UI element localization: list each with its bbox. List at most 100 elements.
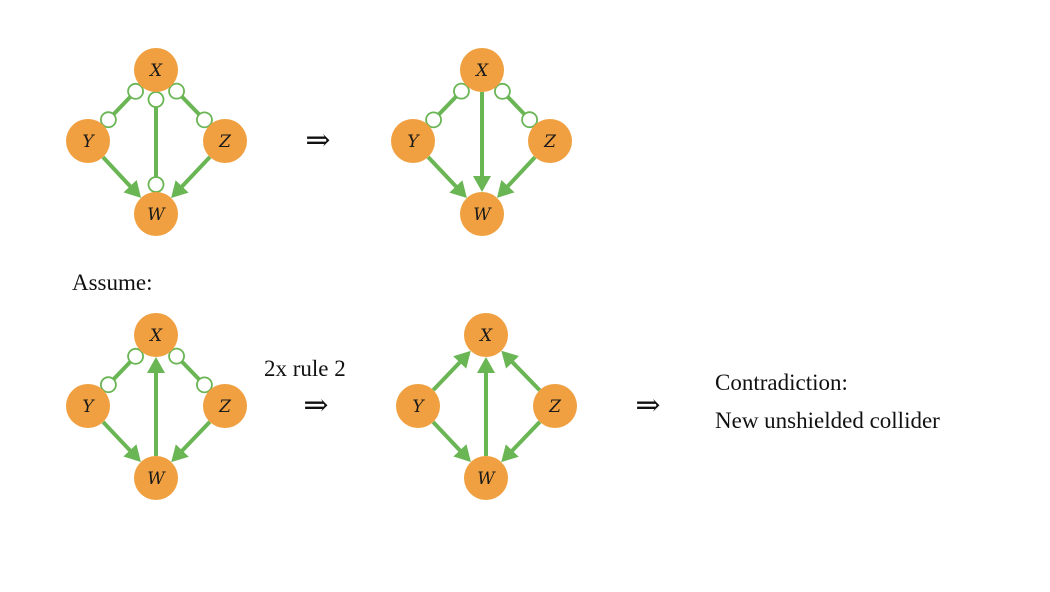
node-w: W xyxy=(134,192,178,236)
node-label: Z xyxy=(548,397,562,417)
edge-Z-X xyxy=(501,350,542,392)
edge-Z-W xyxy=(501,420,542,463)
edge-Y-X xyxy=(431,350,471,392)
node-z: Z xyxy=(533,384,577,428)
edge-Z-W xyxy=(171,420,212,463)
edge-X-Z xyxy=(494,82,538,129)
node-label: W xyxy=(473,205,492,225)
edge-Z-W xyxy=(496,155,537,198)
circle-mark xyxy=(147,176,165,193)
arrowhead xyxy=(449,180,467,199)
node-label: X xyxy=(148,326,163,346)
nodes-g1: X Y Z W xyxy=(66,48,247,236)
arrowhead xyxy=(496,180,515,198)
circle-mark xyxy=(127,82,144,100)
arrowhead xyxy=(473,176,491,192)
edges-g2 xyxy=(425,82,538,199)
circle-mark xyxy=(127,347,144,365)
circle-mark xyxy=(100,111,117,129)
circle-mark xyxy=(425,111,442,129)
arrowhead xyxy=(453,350,471,369)
node-label: Y xyxy=(412,397,425,417)
edge-X-W xyxy=(473,92,491,192)
edge-Y-W xyxy=(101,420,141,463)
contradiction-label: Contradiction: xyxy=(715,370,848,395)
arrowhead xyxy=(171,444,189,463)
edges-g1 xyxy=(100,82,213,199)
graph-g2: X Y Z W xyxy=(391,48,572,236)
arrowhead xyxy=(123,180,142,198)
node-label: Z xyxy=(218,397,232,417)
node-x: X xyxy=(134,313,178,357)
circle-mark xyxy=(100,376,117,394)
edge-X-Y xyxy=(100,347,144,394)
node-x: X xyxy=(460,48,504,92)
node-label: X xyxy=(148,61,163,81)
edges-g4 xyxy=(431,350,542,463)
node-y: Y xyxy=(396,384,440,428)
edge-Y-W xyxy=(431,420,471,463)
graph-g1: X Y Z W xyxy=(66,48,247,236)
node-x: X xyxy=(134,48,178,92)
nodes-g4: X Y Z W xyxy=(396,313,577,500)
node-label: Z xyxy=(543,132,557,152)
circle-mark xyxy=(196,376,213,394)
edge-X-Y xyxy=(425,82,470,129)
node-w: W xyxy=(460,192,504,236)
node-label: W xyxy=(477,469,496,489)
circle-mark xyxy=(494,82,511,100)
arrowhead xyxy=(501,350,519,369)
contradiction-detail: New unshielded collider xyxy=(715,408,940,433)
node-w: W xyxy=(464,456,508,500)
circle-mark xyxy=(147,91,165,108)
circle-mark xyxy=(168,82,185,100)
graph-g4: X Y Z W xyxy=(396,313,577,500)
graphs-layer: X Y Z W X Y Z W X Y Z W X Y Z W xyxy=(66,48,577,500)
edge-Y-W xyxy=(101,155,142,198)
node-label: Y xyxy=(82,132,95,152)
edge-W-X xyxy=(147,357,165,456)
implies-arrow-2: ⇒ xyxy=(303,388,328,423)
circle-mark xyxy=(453,82,470,100)
edge-Z-W xyxy=(171,155,212,199)
node-label: Y xyxy=(82,397,95,417)
rule-label: 2x rule 2 xyxy=(264,356,346,381)
edge-X-Z xyxy=(168,347,213,394)
arrowhead xyxy=(123,444,141,463)
node-label: W xyxy=(147,205,166,225)
implies-arrow-3: ⇒ xyxy=(635,388,660,423)
node-y: Y xyxy=(391,119,435,163)
node-z: Z xyxy=(528,119,572,163)
circle-mark xyxy=(521,111,538,129)
edge-Y-W xyxy=(426,155,467,199)
node-label: X xyxy=(478,326,493,346)
node-label: W xyxy=(147,469,166,489)
node-label: Z xyxy=(218,132,232,152)
node-w: W xyxy=(134,456,178,500)
nodes-g2: X Y Z W xyxy=(391,48,572,236)
circle-mark xyxy=(168,347,185,365)
circle-mark xyxy=(196,111,213,129)
arrowhead xyxy=(147,357,165,373)
node-label: Y xyxy=(407,132,420,152)
edge-X-Y xyxy=(100,82,144,129)
edges-g3 xyxy=(100,347,213,463)
node-x: X xyxy=(464,313,508,357)
edge-W-X xyxy=(477,357,495,456)
edge-X-W xyxy=(147,91,165,193)
node-z: Z xyxy=(203,119,247,163)
arrowhead xyxy=(453,444,471,463)
arrowhead xyxy=(501,444,519,463)
edge-X-Z xyxy=(168,82,213,129)
node-y: Y xyxy=(66,384,110,428)
node-y: Y xyxy=(66,119,110,163)
assume-label: Assume: xyxy=(72,270,153,295)
node-label: X xyxy=(474,61,489,81)
node-z: Z xyxy=(203,384,247,428)
nodes-g3: X Y Z W xyxy=(66,313,247,500)
implies-arrow-1: ⇒ xyxy=(305,123,330,158)
arrowhead xyxy=(477,357,495,373)
graph-g3: X Y Z W xyxy=(66,313,247,500)
